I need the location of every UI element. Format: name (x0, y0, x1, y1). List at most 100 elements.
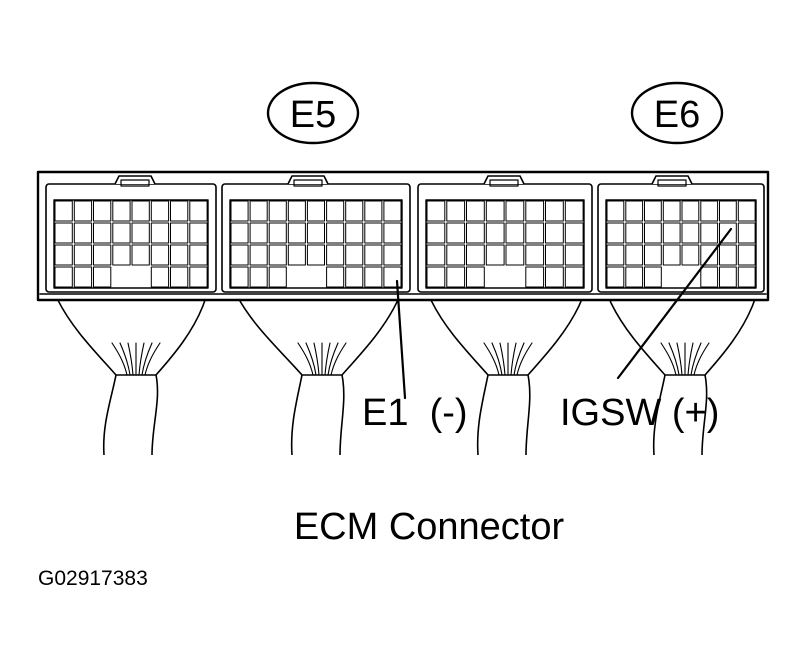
e1-leader-line (395, 279, 407, 400)
terminal-area (53, 199, 209, 289)
terminal-cavity (112, 222, 131, 244)
terminal-cavity (268, 266, 287, 288)
wire-strand (676, 342, 683, 376)
terminal-cavity (545, 244, 564, 266)
terminal-cavity (54, 244, 73, 266)
terminal-area (605, 199, 757, 289)
terminal-cavity (545, 222, 564, 244)
terminal-cavity (364, 266, 383, 288)
wire-strand (330, 342, 347, 376)
terminal-cavity (662, 244, 681, 266)
terminal-cavity (93, 244, 112, 266)
wire-strand (313, 342, 320, 376)
terminal-cavity (170, 222, 189, 244)
wire-strand (127, 342, 134, 376)
terminal-cavity (54, 222, 73, 244)
terminal-cavity (681, 222, 700, 244)
terminal-cavity (426, 244, 446, 266)
wire-strand (660, 342, 677, 376)
terminal-cavity (268, 244, 287, 266)
terminal-cavity (662, 222, 681, 244)
terminal-cavity (545, 200, 564, 222)
terminal-cavity (230, 222, 249, 244)
terminal-cavity (426, 222, 446, 244)
terminal-cavity (189, 244, 208, 266)
terminal-cavity (54, 266, 73, 288)
wire-strand (499, 342, 506, 376)
terminal-cavity (326, 222, 345, 244)
terminal-cavity (170, 266, 189, 288)
terminal-cavity (150, 266, 170, 288)
terminal-cavity (625, 266, 644, 288)
terminal-cavity (326, 266, 345, 288)
terminal-cavity (700, 222, 719, 244)
terminal-area (425, 199, 585, 289)
terminal-cavity (170, 244, 189, 266)
diagram-caption: ECM Connector (294, 506, 565, 548)
wire-strand (141, 342, 153, 376)
terminal-cavity (383, 244, 402, 266)
terminal-cavity (249, 200, 268, 222)
terminal-cavity (93, 222, 112, 244)
terminal-cavity (345, 244, 364, 266)
lock-tab-slot (120, 179, 150, 187)
terminal-cavity (719, 222, 737, 244)
terminal-cavity (306, 244, 325, 266)
terminal-cavity (287, 222, 306, 244)
terminal-cavity (73, 222, 93, 244)
wire-strand (305, 342, 317, 376)
terminal-cavity (112, 200, 131, 222)
terminal-cavity (189, 222, 208, 244)
terminal-cavity (326, 244, 345, 266)
terminal-cavity (644, 200, 662, 222)
terminal-cavity (737, 222, 756, 244)
terminal-cavity (326, 200, 345, 222)
terminal-cavity (345, 200, 364, 222)
terminal-cavity (625, 200, 644, 222)
harness-cable (652, 374, 708, 456)
wire-strand (144, 342, 161, 376)
terminal-cavity (345, 266, 364, 288)
wire-strand (693, 342, 710, 376)
terminal-cavity (719, 200, 737, 222)
terminal-cavity (525, 200, 545, 222)
terminal-cavity (306, 222, 325, 244)
terminal-cavity (485, 244, 505, 266)
connector-block-1 (45, 175, 217, 293)
terminal-cavity (131, 200, 150, 222)
terminal-cavity (719, 266, 737, 288)
wire-strand (138, 342, 145, 376)
lock-tab-slot (293, 179, 323, 187)
terminal-cavity (606, 266, 625, 288)
terminal-cavity (644, 266, 662, 288)
connector-block-3 (417, 175, 593, 293)
connector-block-4 (597, 175, 765, 293)
terminal-cavity (485, 200, 505, 222)
terminal-cavity (681, 244, 700, 266)
terminal-cavity (249, 266, 268, 288)
terminal-cavity (426, 200, 446, 222)
terminal-cavity (446, 266, 466, 288)
terminal-cavity (505, 200, 525, 222)
terminal-cavity (383, 200, 402, 222)
terminal-cavity (719, 244, 737, 266)
terminal-cavity (525, 266, 545, 288)
wire-strand (324, 342, 331, 376)
terminal-cavity (525, 244, 545, 266)
terminal-cavity (737, 266, 756, 288)
terminal-cavity (466, 200, 485, 222)
terminal-area (229, 199, 403, 289)
igsw-terminal-label: IGSW (+) (560, 392, 719, 434)
terminal-cavity (505, 244, 525, 266)
wire-strand (513, 342, 525, 376)
e6-callout-ellipse (630, 81, 724, 145)
terminal-cavity (287, 244, 306, 266)
lock-tab-slot (489, 179, 519, 187)
terminal-cavity (564, 244, 584, 266)
terminal-cavity (287, 200, 306, 222)
terminal-cavity (700, 244, 719, 266)
wire-strand (483, 342, 500, 376)
wire-strand (687, 342, 694, 376)
terminal-cavity (150, 200, 170, 222)
